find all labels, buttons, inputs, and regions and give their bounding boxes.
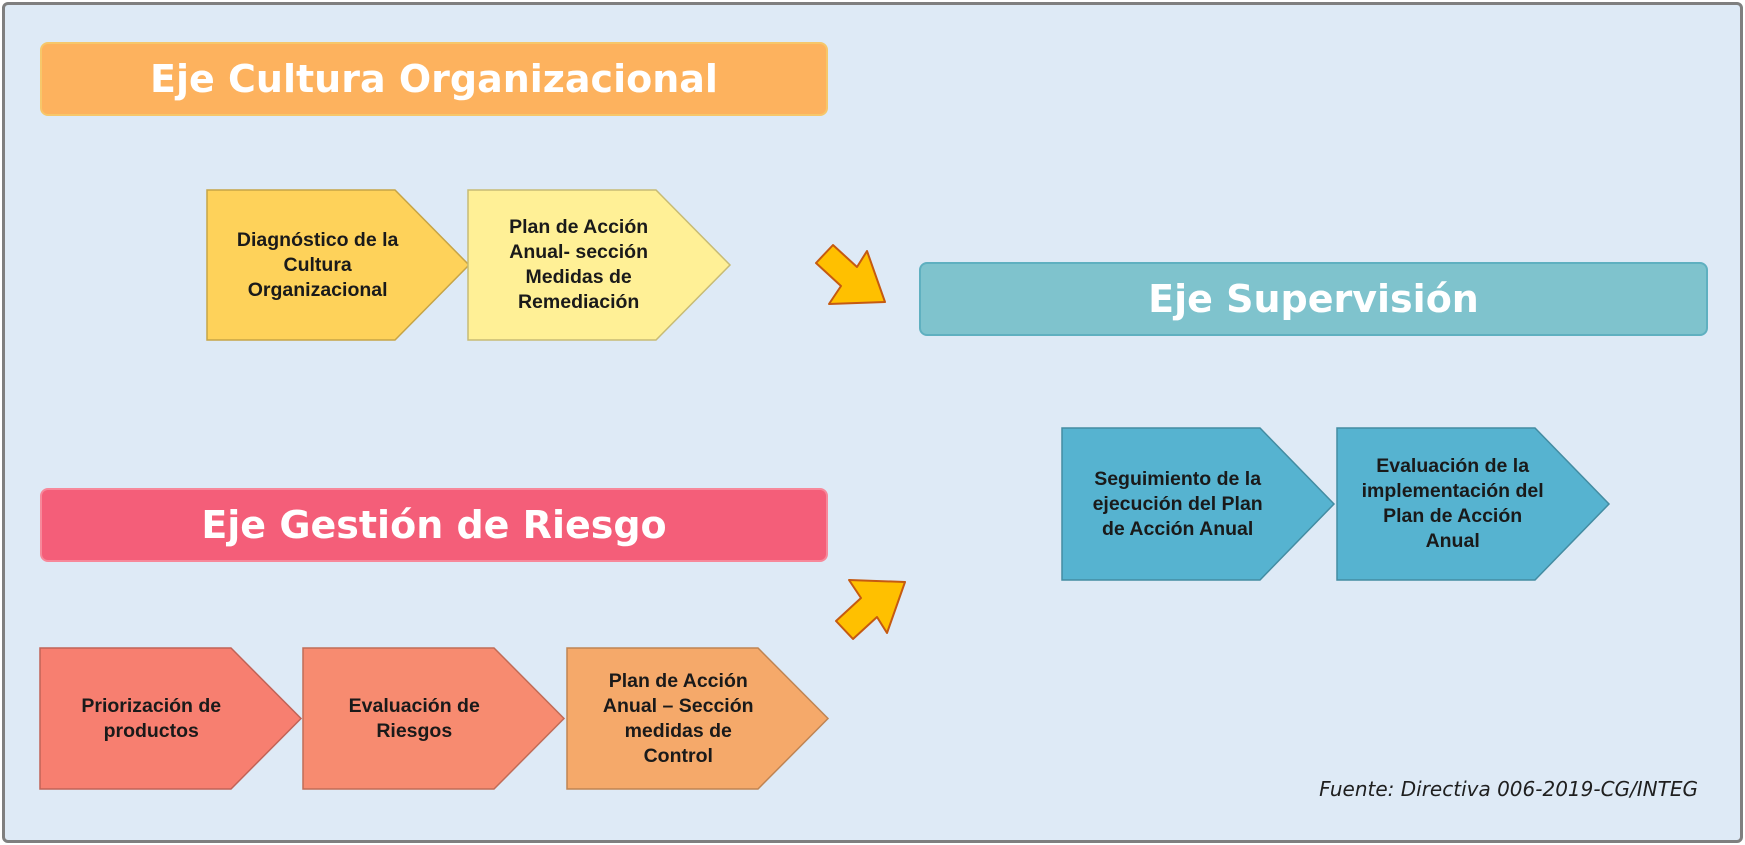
step-label-line: implementación del <box>1361 480 1544 502</box>
step-label-line: Organizacional <box>247 278 388 301</box>
step-label-line: Evaluación de <box>348 694 480 717</box>
step-label-line: Seguimiento de la <box>1094 467 1262 490</box>
chevron-shape <box>566 647 830 790</box>
chevron-shape <box>302 647 566 790</box>
chevron-polygon <box>566 647 830 790</box>
chevron-polygon <box>39 647 303 790</box>
chevron-shape <box>1061 427 1336 581</box>
step-label-line: productos <box>103 719 199 742</box>
header-eje-cultura: Eje Cultura Organizacional <box>40 42 828 116</box>
step-label-line: de Acción Anual <box>1101 517 1254 540</box>
chevron-polygon <box>467 189 732 341</box>
step-label-line: Anual – Sección <box>602 694 754 717</box>
step-label-line: ejecución del Plan <box>1092 492 1263 515</box>
step-label-line: Anual- sección <box>509 241 648 263</box>
step-label-line: Control <box>643 744 713 767</box>
arrow-down-right-icon <box>815 244 886 305</box>
chevron-shape <box>206 189 471 341</box>
arrow-up-right-icon <box>835 579 906 640</box>
chevron-polygon <box>1061 427 1336 581</box>
step-label-line: Diagnóstico de la <box>236 228 399 251</box>
chevron-shape <box>1336 427 1611 581</box>
chevron-polygon <box>206 189 471 341</box>
step-label-line: Plan de Acción <box>1383 505 1523 527</box>
step-label-line: Medidas de <box>525 266 632 288</box>
step-label-line: Cultura <box>283 253 352 276</box>
arrow-polygon <box>815 244 886 305</box>
step-label-line: Anual <box>1425 530 1480 552</box>
step-label-line: Remediación <box>517 291 640 313</box>
step-label-line: medidas de <box>624 719 732 742</box>
step-label-line: Riesgos <box>376 719 453 742</box>
chevron-polygon <box>1336 427 1611 581</box>
step-label-line: Evaluación de la <box>1376 455 1530 477</box>
header-eje-riesgo: Eje Gestión de Riesgo <box>40 488 828 562</box>
step-label-line: Priorización de <box>81 694 222 717</box>
chevron-shape <box>39 647 303 790</box>
chevron-polygon <box>302 647 566 790</box>
step-label-line: Plan de Acción <box>608 669 748 692</box>
chevron-shape <box>467 189 732 341</box>
arrow-polygon <box>835 579 906 640</box>
source-note: Fuente: Directiva 006-2019-CG/INTEG <box>1319 777 1698 801</box>
step-label-line: Plan de Acción <box>509 216 649 238</box>
header-eje-supervision: Eje Supervisión <box>919 262 1708 336</box>
